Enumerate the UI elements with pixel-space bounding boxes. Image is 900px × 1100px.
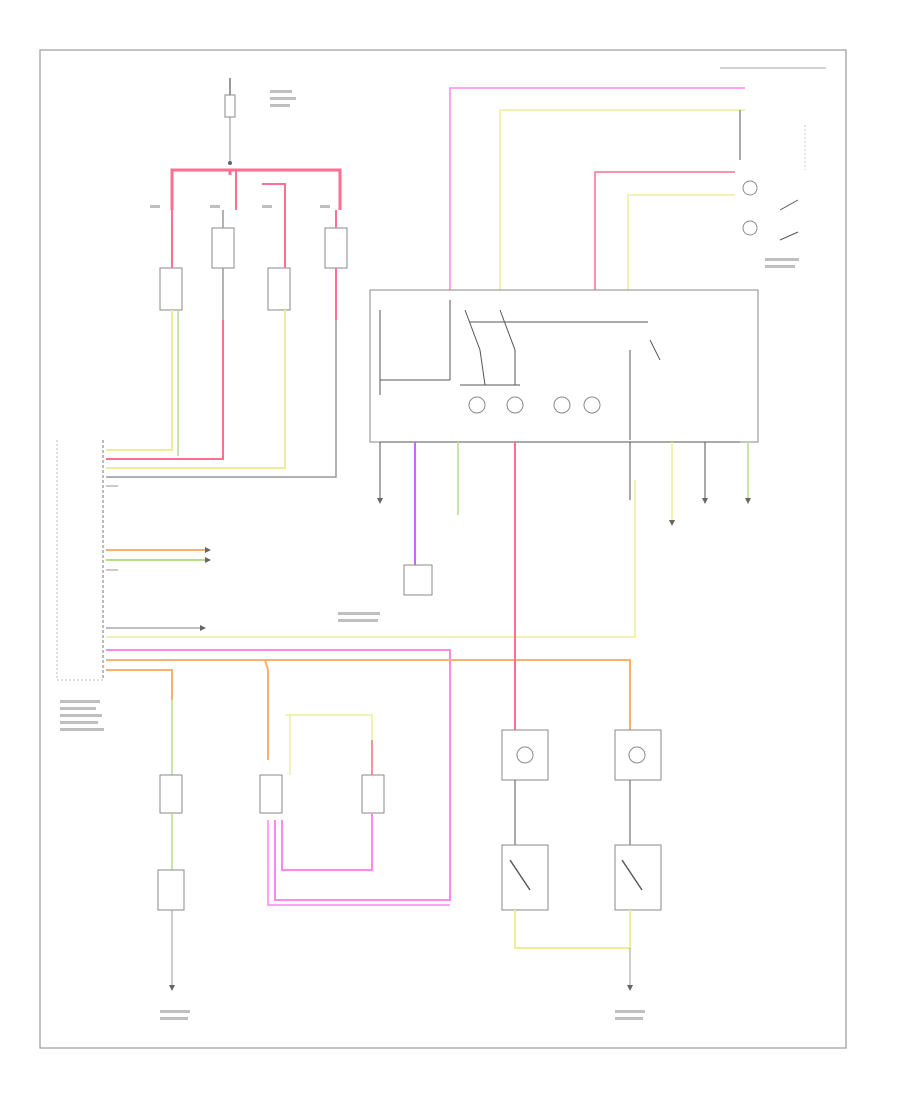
- control-module: [369, 289, 759, 443]
- upper-right-wires: [449, 67, 826, 300]
- lower-right-lamps: [501, 729, 662, 991]
- switch-group-upper: [159, 210, 348, 320]
- lower-left-switches: [157, 700, 450, 991]
- module-outputs: [377, 442, 751, 740]
- pink-bus: [170, 168, 342, 210]
- fuse-block: [224, 78, 236, 165]
- lower-connector-wires: [106, 480, 636, 901]
- upper-wire-bundle: [106, 310, 337, 487]
- mid-connector-wires: [106, 547, 211, 571]
- label-marks: [60, 90, 799, 1020]
